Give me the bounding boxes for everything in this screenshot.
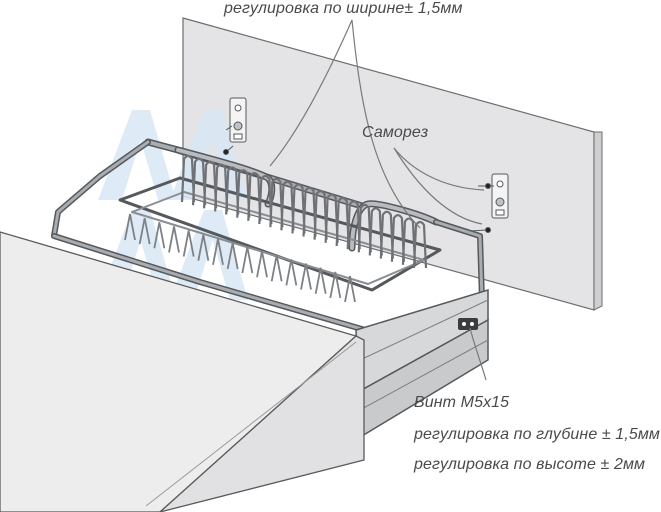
plate-holder-wire [329,271,342,299]
plate-holder-wire [197,234,210,261]
rack-wire-loop [202,160,218,209]
rack-wire-loop [247,172,262,221]
rack-wire-loop [280,180,295,231]
rack-wire-loop [214,163,229,212]
rack-wire-loop [236,169,251,218]
rack-wire-loop [225,166,240,215]
rack-wire-loop [269,177,284,228]
dish-rack-wires [124,154,428,303]
plate-holder-wire [314,267,327,294]
rack-wire-loop [379,210,394,259]
plate-holder-wire [344,275,356,303]
drawer-runner [355,288,489,438]
plate-holder-wire [226,242,239,270]
rack-wire-loop [401,217,417,265]
wall-panel [182,17,603,311]
cabinet-front-block [0,231,365,512]
label-height-adjust: регулировка по высоте ± 2мм [414,456,646,473]
rack-wire-loop [346,200,361,250]
rack-wire-loop [180,154,196,203]
plate-holder-wire [270,255,283,282]
plate-holder-wire [182,230,195,257]
plate-holder-wire [285,259,298,286]
plate-holder-wire [256,251,268,278]
rack-wire-loop [258,174,273,225]
plate-holder-wire [241,246,254,274]
plate-holder-wire [124,213,136,241]
wall-bracket-left [223,97,247,155]
plate-holder-wire [138,217,151,245]
plate-holder-wire [153,222,166,249]
rack-wire-loop [191,157,207,206]
rack-wire-loop [412,220,428,269]
callout-lines [269,19,487,381]
label-depth-adjust: регулировка по глубине ± 1,5мм [414,426,660,443]
rack-wire-loop [313,190,328,240]
plate-holder-wire [168,226,180,253]
rack-wire-loop [324,193,339,243]
rack-wire-loop [357,203,372,253]
rack-wire-loop [390,214,406,262]
label-bolt: Винт М5х15 [414,394,510,411]
label-screw: Саморез [362,124,429,141]
plate-holder-wire [212,238,224,265]
rack-wire-loop [335,196,350,247]
plate-holder-wire [300,263,312,290]
label-width-adjust: регулировка по ширине± 1,5мм [224,0,463,17]
wall-bracket-right [469,173,509,233]
rack-wire-loop [302,186,317,237]
rack-wire-loop [368,207,383,256]
rack-wire-loop [291,183,306,234]
